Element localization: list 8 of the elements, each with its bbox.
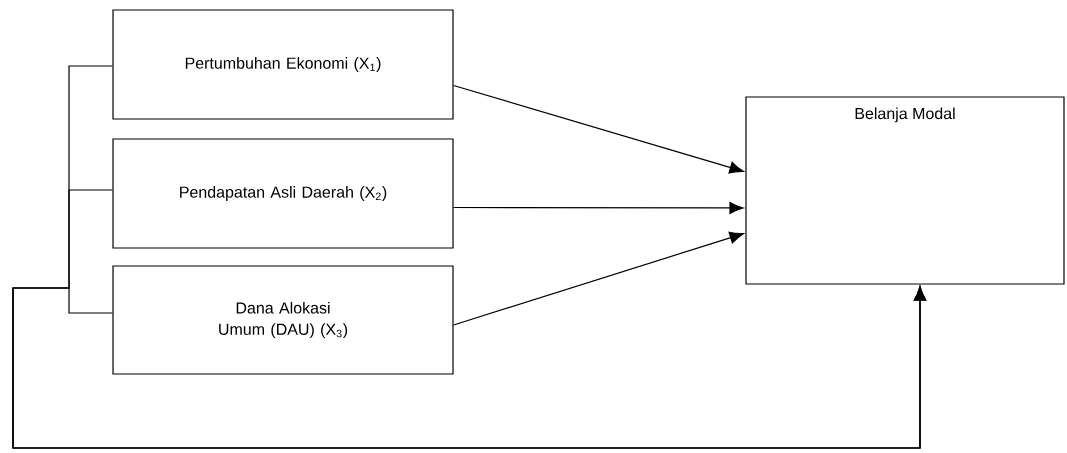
arrow [453,231,744,326]
variable-box: Belanja Modal [745,96,1065,285]
arrow [453,84,744,174]
variable-box: Dana Alokasi Umum (DAU) (X$_{3}$) [112,265,454,375]
variable-box: Pertumbuhan Ekonomi (X$_{1}$) [112,9,454,120]
arrow [453,201,744,215]
connector-arrow [12,286,927,449]
variable-box: Pendapatan Asli Daerah (X$_{2}$) [112,138,454,249]
